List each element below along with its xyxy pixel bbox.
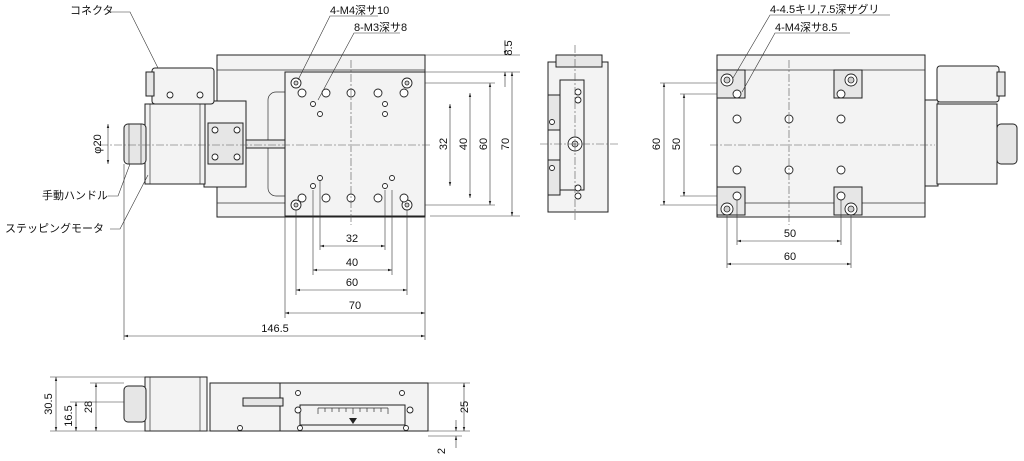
dim-right-60-h: 60	[784, 251, 796, 263]
dim-right-60-v: 60	[651, 138, 663, 150]
stepping-motor	[144, 103, 206, 185]
label-connector: コネクタ	[70, 4, 114, 17]
dim-40-v: 40	[458, 138, 470, 150]
side-view: 30.5 16.5 28 25 2	[43, 376, 471, 454]
dim-40-h: 40	[346, 257, 358, 269]
dim-32-v: 32	[438, 138, 450, 150]
dim-32-h: 32	[346, 233, 358, 245]
scale-ticks	[317, 407, 389, 424]
dim-25: 25	[459, 401, 471, 413]
dim-phi20: φ20	[92, 134, 104, 153]
dim-60-v: 60	[478, 138, 490, 150]
dim-2: 2	[436, 448, 448, 454]
label-holes-m4-8-5: 4-M4深サ8.5	[775, 21, 837, 34]
connector-box	[151, 67, 215, 105]
dim-70-v: 70	[500, 138, 512, 150]
label-holes-m4-10: 4-M4深サ10	[330, 4, 389, 17]
hole-pattern-top	[290, 77, 413, 211]
dim-30-5: 30.5	[43, 393, 55, 414]
dim-146-5: 146.5	[261, 323, 289, 335]
dim-16-5: 16.5	[63, 405, 75, 426]
label-handle: 手動ハンドル	[42, 188, 108, 202]
end-view	[540, 45, 620, 220]
bottom-view: 60 50 50 60 4-4.5キリ,7.5深ザグリ 4-M4深サ8.5	[651, 2, 1018, 268]
dim-right-50-h: 50	[784, 228, 796, 240]
hand-knob	[123, 123, 147, 165]
dim-28: 28	[83, 401, 95, 413]
label-motor: ステッピングモータ	[5, 221, 104, 235]
top-view: 8.5 70 60 40 32 φ20 32 40 60 70 146.5	[5, 4, 520, 340]
dim-60-h: 60	[346, 277, 358, 289]
dim-70-h: 70	[349, 300, 361, 312]
label-holes-counterbore: 4-4.5キリ,7.5深ザグリ	[770, 2, 879, 16]
label-holes-m3-8: 8-M3深サ8	[354, 21, 407, 34]
dim-8-5: 8.5	[503, 40, 515, 55]
dim-right-50-v: 50	[671, 138, 683, 150]
